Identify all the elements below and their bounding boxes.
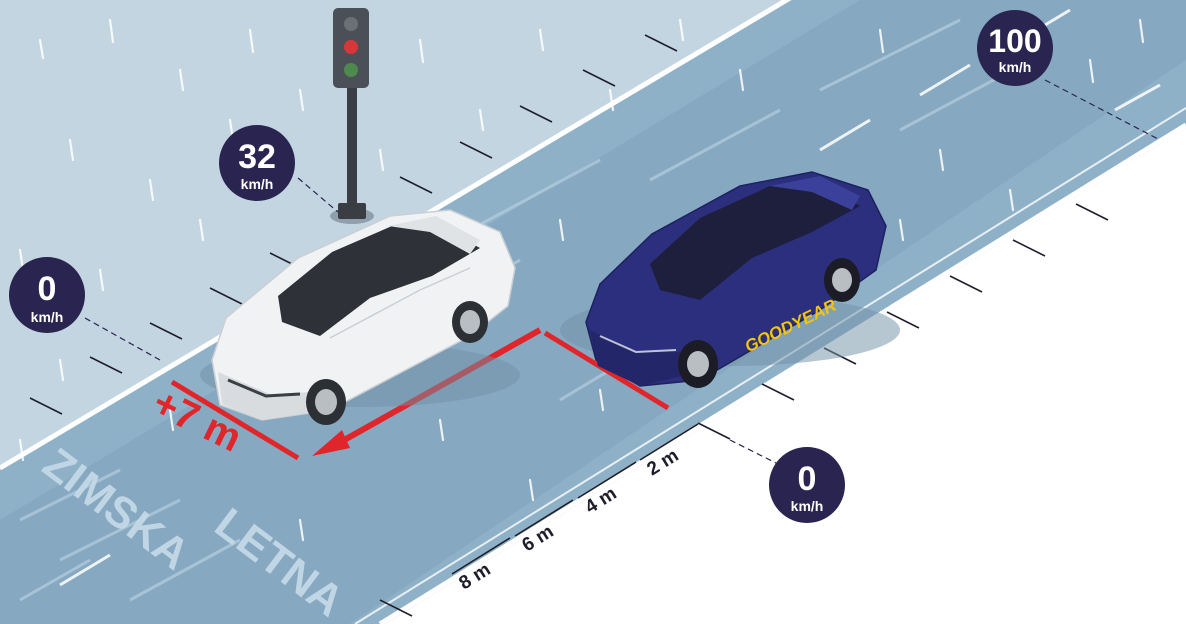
- white-car: [200, 209, 520, 425]
- road-edge-line: [354, 107, 1186, 624]
- ground-area: [385, 128, 1186, 624]
- svg-text:km/h: km/h: [999, 59, 1032, 75]
- svg-text:km/h: km/h: [31, 309, 64, 325]
- svg-text:100: 100: [988, 23, 1041, 59]
- speed-badge-0-left: 0 km/h: [9, 257, 85, 333]
- speed-badge-32: 32 km/h: [219, 125, 295, 201]
- svg-text:0: 0: [798, 460, 817, 498]
- speed-badge-100: 100 km/h: [977, 10, 1053, 86]
- svg-text:0: 0: [38, 270, 57, 308]
- distance-mark-underlines: [451, 423, 699, 575]
- svg-text:32: 32: [238, 138, 276, 176]
- svg-text:km/h: km/h: [791, 498, 824, 514]
- speed-badge-0-right: 0 km/h: [769, 447, 845, 523]
- road-tick-marks: [29, 34, 678, 415]
- road-edge-line: [378, 122, 1186, 624]
- svg-text:km/h: km/h: [241, 176, 274, 192]
- traffic-light-icon: [330, 8, 374, 224]
- blue-goodyear-car: GOODYEAR: [560, 171, 900, 388]
- rain-streaks: [18, 18, 1155, 542]
